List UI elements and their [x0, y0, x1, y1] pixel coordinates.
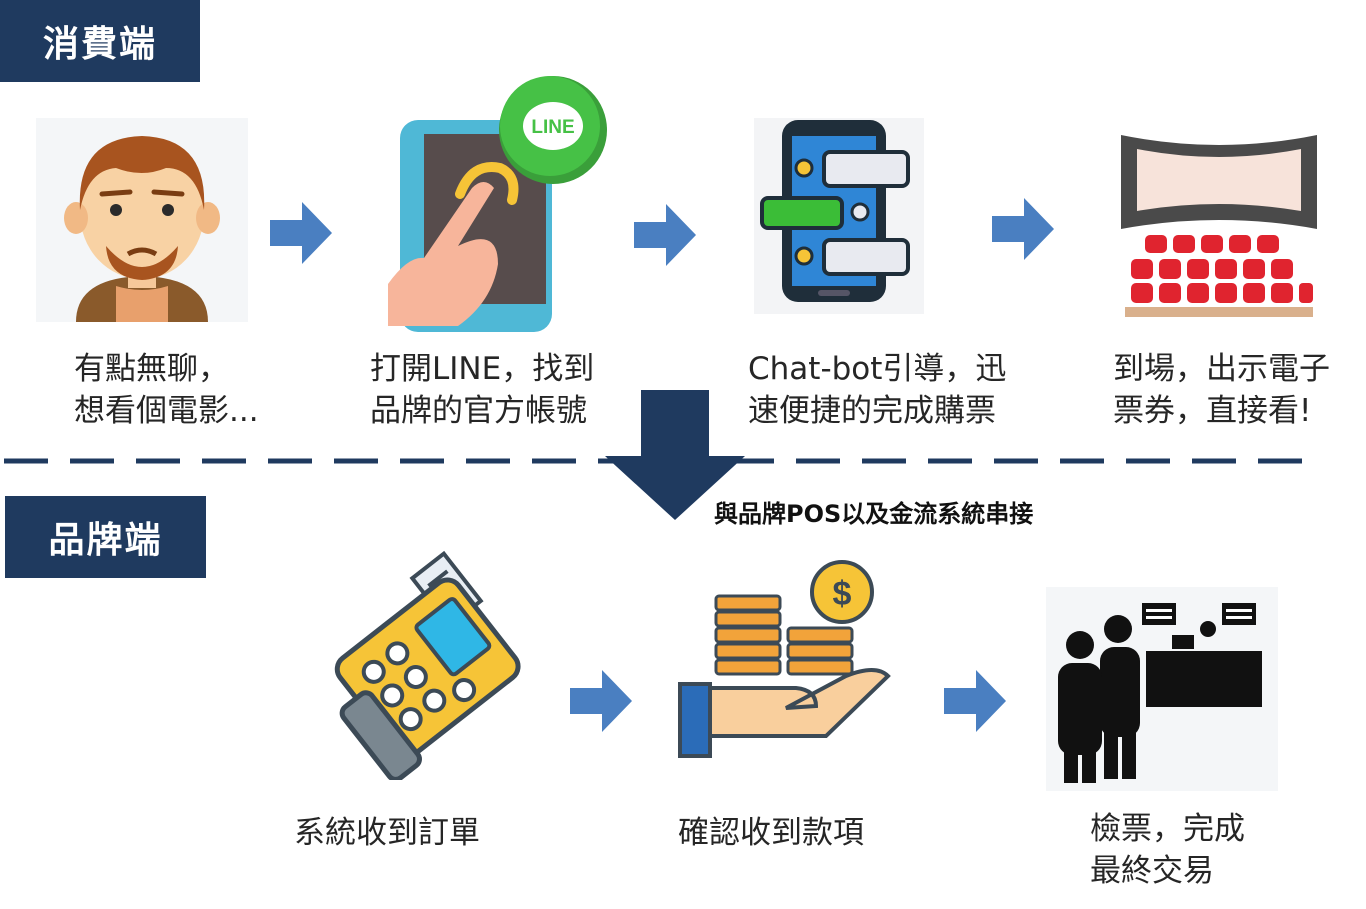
brand-caption-2: 確認收到款項	[678, 812, 864, 854]
chatbot-phone-icon	[754, 118, 924, 314]
consumer-caption-3-line2: 速便捷的完成購票	[748, 393, 996, 429]
brand-caption-1-line1: 系統收到訂單	[294, 815, 480, 851]
consumer-arrow-3	[992, 198, 1054, 260]
person-icon	[36, 118, 248, 322]
brand-arrow-1	[570, 670, 632, 732]
consumer-arrow-2	[634, 204, 696, 266]
ticket-counter-icon	[1046, 587, 1278, 791]
consumer-caption-3: Chat-bot引導，迅 速便捷的完成購票	[748, 348, 1006, 432]
consumer-caption-3-line1: Chat-bot引導，迅	[748, 351, 1007, 387]
svg-text:$: $	[833, 575, 852, 613]
consumer-arrow-1	[270, 202, 332, 264]
integration-note: 與品牌POS以及金流系統串接	[714, 500, 1034, 528]
brand-section-label: 品牌端	[5, 496, 206, 578]
brand-caption-1: 系統收到訂單	[294, 812, 480, 854]
cinema-icon	[1117, 131, 1321, 319]
consumer-caption-1-line2: 想看個電影...	[74, 393, 259, 429]
brand-caption-2-line1: 確認收到款項	[678, 815, 864, 851]
pos-terminal-icon	[310, 548, 542, 782]
consumer-section-label: 消費端	[0, 0, 200, 82]
line-badge-text: LINE	[531, 117, 574, 138]
consumer-caption-2-line1: 打開LINE，找到	[370, 351, 595, 387]
consumer-caption-1-line1: 有點無聊，	[74, 351, 229, 387]
consumer-label-text: 消費端	[42, 24, 157, 65]
brand-arrow-2	[944, 670, 1006, 732]
brand-label-text: 品牌端	[48, 520, 163, 561]
line-phone-icon: LINE	[388, 76, 610, 332]
coins-hand-icon: $	[676, 558, 896, 762]
consumer-caption-4: 到場，出示電子 票券，直接看!	[1113, 348, 1330, 432]
integration-down-arrow	[605, 390, 745, 520]
consumer-caption-4-line1: 到場，出示電子	[1113, 351, 1330, 387]
brand-caption-3-line1: 檢票，完成	[1090, 811, 1245, 847]
consumer-caption-2-line2: 品牌的官方帳號	[370, 393, 587, 429]
consumer-caption-1: 有點無聊， 想看個電影...	[74, 348, 259, 432]
brand-caption-3: 檢票，完成 最終交易	[1090, 808, 1245, 892]
consumer-caption-4-line2: 票券，直接看!	[1113, 393, 1312, 429]
brand-caption-3-line2: 最終交易	[1090, 853, 1214, 889]
consumer-caption-2: 打開LINE，找到 品牌的官方帳號	[370, 348, 594, 432]
